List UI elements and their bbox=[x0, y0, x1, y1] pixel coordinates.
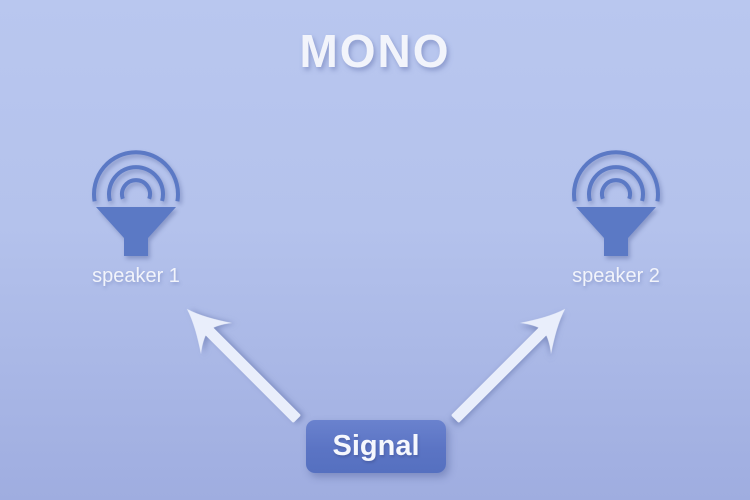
page-title: MONO bbox=[299, 25, 451, 77]
sound-waves-icon bbox=[92, 150, 180, 202]
speaker-2-group: speaker 2 bbox=[543, 149, 689, 288]
sound-waves-icon bbox=[572, 150, 660, 202]
arrow-up-left-icon bbox=[186, 308, 301, 423]
speaker-2-label: speaker 2 bbox=[572, 265, 660, 287]
arrow-up-right-icon bbox=[451, 308, 566, 423]
signal-label: Signal bbox=[332, 430, 420, 462]
speaker-horn-icon bbox=[572, 150, 660, 256]
signal-box: Signal bbox=[306, 420, 446, 473]
speaker-horn-icon bbox=[92, 150, 180, 256]
horn-shape bbox=[576, 207, 656, 256]
speaker-1-label: speaker 1 bbox=[92, 265, 180, 287]
horn-shape bbox=[96, 207, 176, 256]
speaker-1-group: speaker 1 bbox=[63, 149, 209, 288]
